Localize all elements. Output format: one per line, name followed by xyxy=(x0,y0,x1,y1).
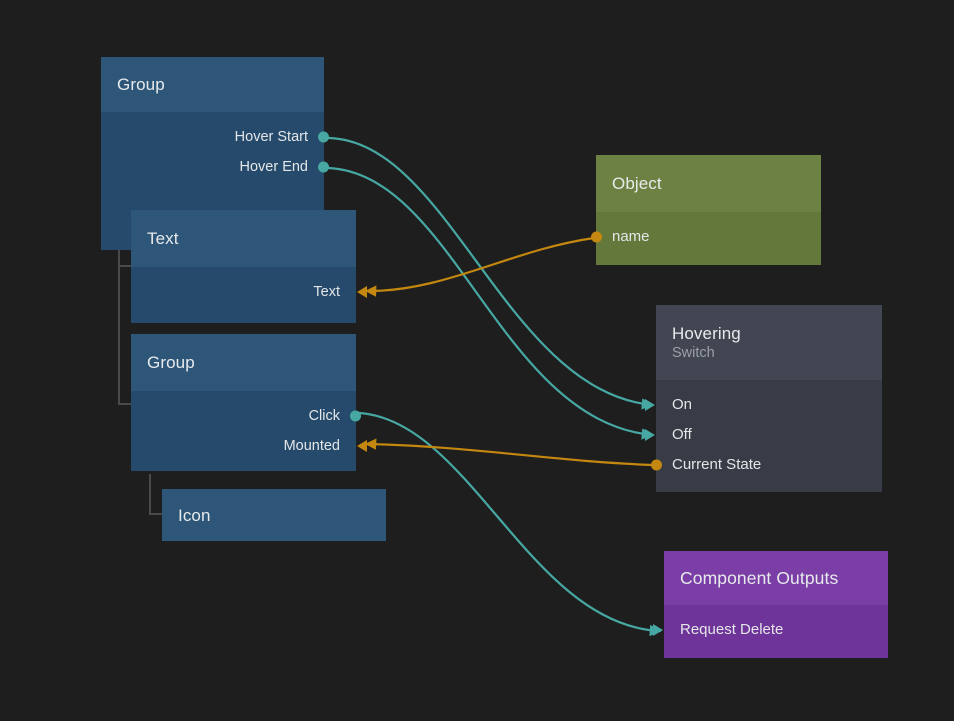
port-dot[interactable] xyxy=(318,162,329,173)
tree-line-stub-text xyxy=(118,265,132,267)
tree-line-stub-group xyxy=(118,403,132,405)
port-label: Off xyxy=(672,426,692,444)
port-arrow[interactable] xyxy=(357,440,367,452)
port-label: Mounted xyxy=(284,437,340,455)
node-title: Icon xyxy=(178,505,370,526)
port-arrow[interactable] xyxy=(645,429,655,441)
node-header-text-node[interactable]: Text xyxy=(131,210,356,267)
node-body-component-outputs: Request Delete xyxy=(664,605,888,658)
port-label: Click xyxy=(309,407,340,425)
port-label: On xyxy=(672,396,692,414)
port-dot[interactable] xyxy=(651,460,662,471)
node-title: Hovering xyxy=(672,323,866,344)
port-row[interactable]: Off xyxy=(656,420,882,450)
port-label: Hover Start xyxy=(235,128,308,146)
port-arrow[interactable] xyxy=(645,399,655,411)
port-dot[interactable] xyxy=(318,132,329,143)
port-label: Text xyxy=(313,283,340,301)
node-subtitle: Switch xyxy=(672,344,866,363)
port-dot[interactable] xyxy=(591,232,602,243)
node-group-child[interactable]: GroupClickMounted xyxy=(131,334,356,471)
node-header-group-root[interactable]: Group xyxy=(101,57,324,112)
port-label: Current State xyxy=(672,456,761,474)
node-title: Component Outputs xyxy=(680,568,872,589)
node-body-object-node: name xyxy=(596,212,821,265)
node-header-hovering-node[interactable]: HoveringSwitch xyxy=(656,305,882,380)
node-body-hovering-node: OnOffCurrent State xyxy=(656,380,882,492)
port-row[interactable]: Text xyxy=(131,277,356,307)
node-component-outputs[interactable]: Component OutputsRequest Delete xyxy=(664,551,888,658)
port-label: Request Delete xyxy=(680,621,783,639)
tree-line-stub-icon xyxy=(149,513,163,515)
node-hovering-node[interactable]: HoveringSwitchOnOffCurrent State xyxy=(656,305,882,492)
port-label: name xyxy=(612,228,650,246)
node-body-group-child: ClickMounted xyxy=(131,391,356,471)
port-arrow[interactable] xyxy=(653,624,663,636)
port-row[interactable]: On xyxy=(656,390,882,420)
port-row[interactable]: Request Delete xyxy=(664,615,888,645)
node-header-group-child[interactable]: Group xyxy=(131,334,356,391)
node-title: Group xyxy=(117,74,308,95)
node-header-icon-node[interactable]: Icon xyxy=(162,489,386,541)
port-arrow[interactable] xyxy=(357,286,367,298)
port-label: Hover End xyxy=(239,158,308,176)
tree-line-trunk-group xyxy=(149,474,151,515)
node-header-component-outputs[interactable]: Component Outputs xyxy=(664,551,888,605)
port-row[interactable]: Hover End xyxy=(101,152,324,182)
port-row[interactable]: Current State xyxy=(656,450,882,480)
node-icon-node[interactable]: Icon xyxy=(162,489,386,541)
port-row[interactable]: Mounted xyxy=(131,431,356,461)
node-text-node[interactable]: TextText xyxy=(131,210,356,323)
node-body-text-node: Text xyxy=(131,267,356,323)
edge-current-state-to-mounted[interactable] xyxy=(366,444,654,465)
port-row[interactable]: Click xyxy=(131,401,356,431)
edge-click-to-request-delete[interactable] xyxy=(359,413,660,631)
node-header-object-node[interactable]: Object xyxy=(596,155,821,212)
node-title: Text xyxy=(147,228,340,249)
node-title: Object xyxy=(612,173,805,194)
port-row[interactable]: Hover Start xyxy=(101,122,324,152)
port-row[interactable]: name xyxy=(596,222,821,252)
port-dot[interactable] xyxy=(350,411,361,422)
edge-name-to-text[interactable] xyxy=(366,238,594,291)
node-title: Group xyxy=(147,352,340,373)
node-object-node[interactable]: Object name xyxy=(596,155,821,265)
